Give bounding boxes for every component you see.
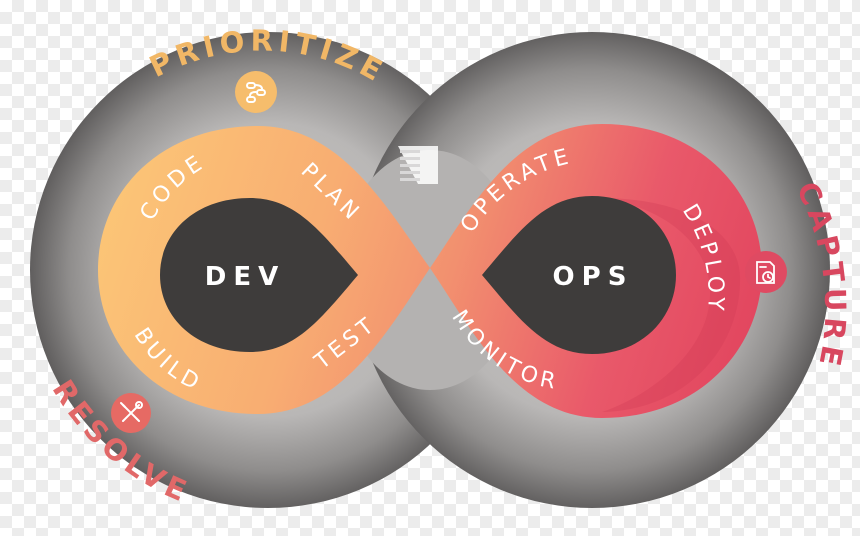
dev-label: DEV bbox=[205, 262, 285, 292]
ops-core bbox=[482, 196, 676, 354]
prioritize-badge bbox=[235, 71, 277, 113]
capture-badge bbox=[745, 251, 787, 293]
logo-icon bbox=[398, 146, 438, 184]
wrench-screwdriver-icon bbox=[120, 401, 143, 422]
resolve-badge bbox=[111, 393, 151, 433]
ops-label: OPS bbox=[553, 262, 634, 292]
document-clock-icon bbox=[756, 261, 775, 284]
dev-core bbox=[160, 198, 358, 352]
infinity-loop-shade bbox=[600, 198, 741, 412]
steps-icon bbox=[246, 82, 266, 103]
